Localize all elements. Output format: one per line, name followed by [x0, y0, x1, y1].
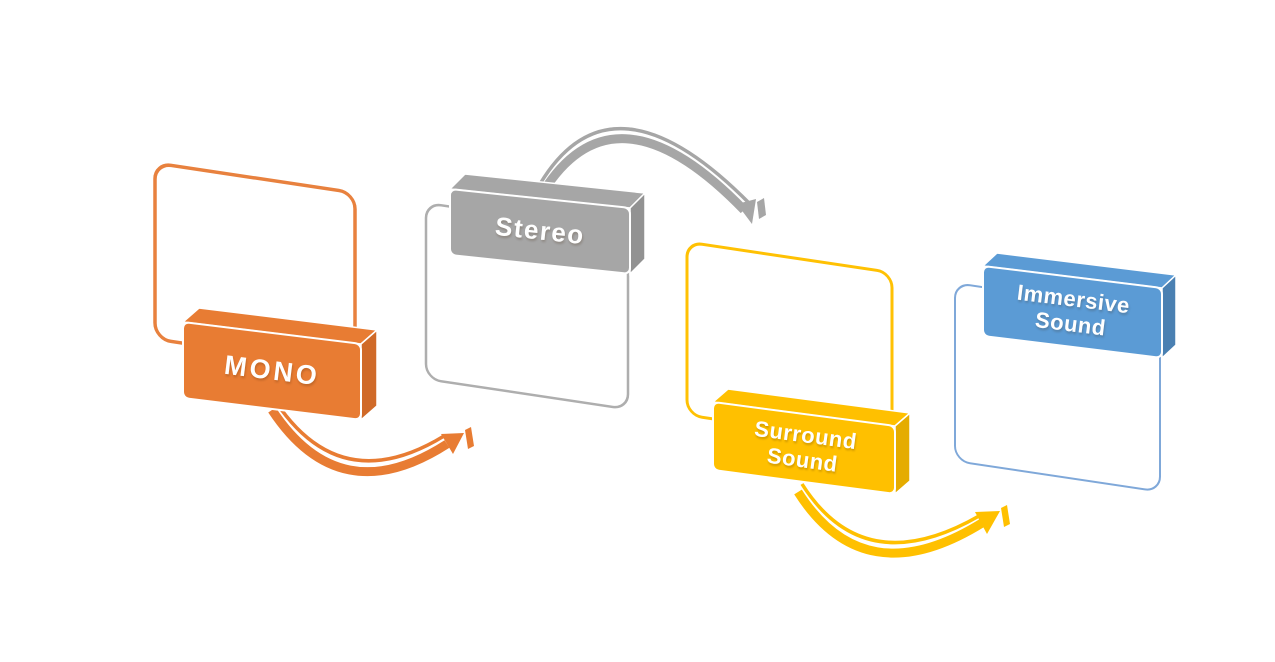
mono-box — [181, 307, 379, 422]
arrow-surround-to-immersive-shaft — [794, 489, 985, 558]
mono-box-side-face — [360, 328, 378, 422]
stereo-box-front-face — [449, 188, 631, 275]
arrow-stereo-to-surround-edge — [538, 126, 752, 206]
immersive-box-side-face — [1161, 273, 1177, 360]
mono-box-front-face — [182, 321, 362, 421]
arrow-stereo-to-surround-shaft — [539, 134, 748, 214]
immersive-box — [981, 252, 1178, 360]
surround-box-side-face — [894, 411, 911, 496]
arrow-stereo-to-surround — [538, 126, 766, 224]
arrow-surround-to-immersive-head — [975, 511, 1000, 534]
arrow-mono-to-stereo-edge — [274, 401, 445, 463]
stereo-box-side-face — [629, 191, 646, 276]
immersive-box-front-face — [982, 265, 1163, 359]
arrow-surround-to-immersive — [794, 483, 1010, 558]
arrow-surround-to-immersive-edge — [800, 483, 980, 545]
arrow-mono-to-stereo — [268, 401, 474, 477]
arrow-stereo-to-surround-head-side — [757, 198, 766, 219]
stereo-box — [448, 173, 647, 276]
arrow-mono-to-stereo-shaft — [268, 407, 450, 477]
surround-box-front-face — [712, 401, 896, 495]
arrow-stereo-to-surround-head — [737, 199, 756, 224]
arrow-mono-to-stereo-head — [441, 433, 464, 454]
surround-box — [711, 388, 912, 496]
arrow-surround-to-immersive-head-side — [1001, 505, 1010, 527]
arrow-mono-to-stereo-head-side — [465, 427, 474, 449]
